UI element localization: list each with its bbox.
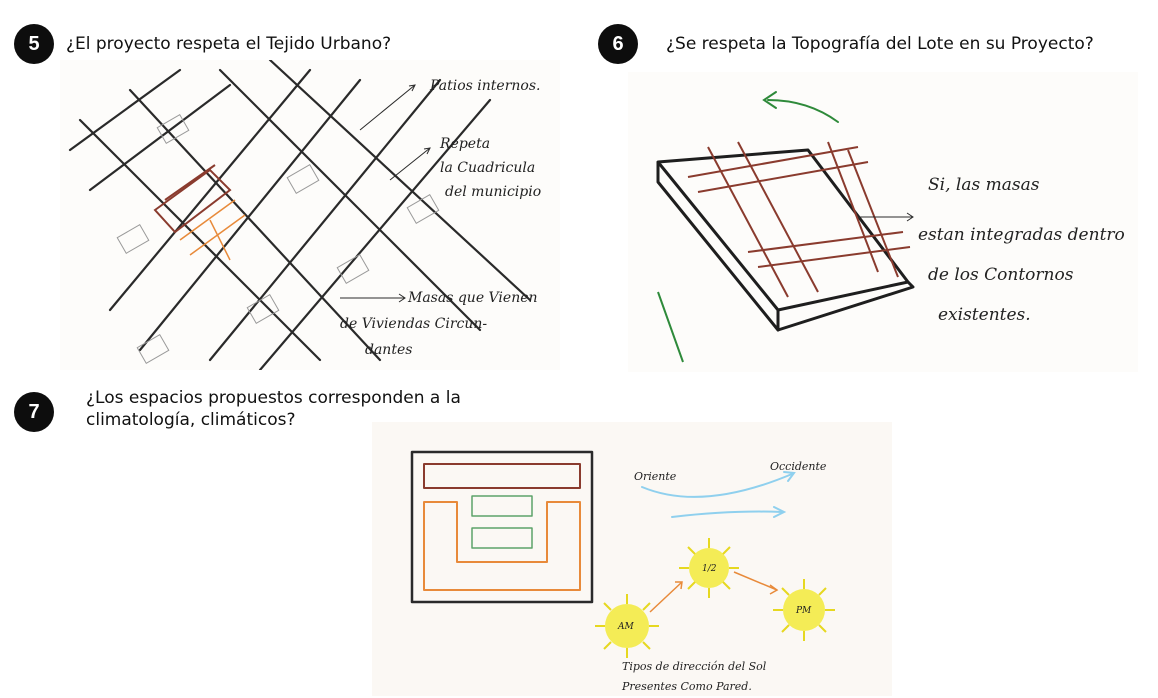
sun-pm-icon [773,579,835,641]
topography-sketch: Si, las masas estan integradas dentro de… [628,72,1138,372]
note-masas-line1: Masas que Vienen [407,290,538,306]
caption-line2: Presentes Como Pared. [621,680,752,693]
note-repeta-line2: la Cuadricula [440,160,535,176]
question-number-badge: 6 [598,24,638,64]
rotation-arrow-icon [762,91,839,123]
question-6-text: ¿Se respeta la Topografía del Lote en su… [666,34,1094,54]
sun-noon-icon [679,538,739,598]
label-occidente: Occidente [770,460,827,473]
note-line3: de los Contornos [928,265,1074,285]
note-masas-line2: de Viviendas Circun- [340,316,487,332]
note-repeta-line1: Repeta [439,136,490,152]
sun-label-noon: 1/2 [702,564,717,574]
note-repeta-line3: del municipio [445,184,541,200]
sun-path-arrow-icon [641,471,796,518]
note-line1: Si, las masas [928,175,1040,195]
question-number-badge: 5 [14,24,54,64]
urban-fabric-sketch: Patios internos. Repeta la Cuadricula de… [60,60,560,370]
question-5-text: ¿El proyecto respeta el Tejido Urbano? [66,34,392,54]
note-line4: existentes. [938,305,1031,325]
question-7-text-line2: climatología, climáticos? [86,410,296,430]
sun-am-icon [595,594,659,658]
climate-sketch: Oriente Occidente AM 1/2 PM [372,422,892,696]
label-oriente: Oriente [634,470,677,483]
sun-label-pm: PM [795,606,812,616]
question-number-badge: 7 [14,392,54,432]
caption-line1: Tipos de dirección del Sol [622,660,767,673]
project-block [153,164,232,234]
sun-label-am: AM [617,622,634,632]
note-patios-internos: Patios internos. [429,78,540,94]
note-masas-line3: dantes [365,342,412,358]
question-7-text-line1: ¿Los espacios propuestos corresponden a … [86,388,461,408]
note-line2: estan integradas dentro [918,225,1125,245]
